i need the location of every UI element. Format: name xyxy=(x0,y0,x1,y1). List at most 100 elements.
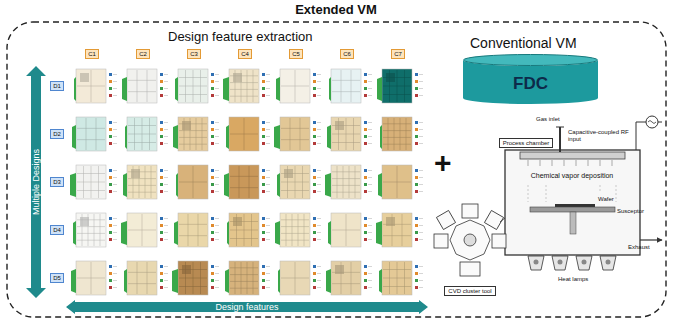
design-thumbnail xyxy=(125,117,168,151)
feature-tag: C5 xyxy=(289,49,303,60)
histogram xyxy=(70,173,76,197)
layout-line xyxy=(332,171,360,172)
histogram xyxy=(225,269,229,293)
chamber-module xyxy=(436,210,455,229)
layout-image xyxy=(382,117,412,151)
legend-mark xyxy=(313,73,316,76)
legend-mark xyxy=(364,190,367,193)
legend-line xyxy=(419,184,423,185)
legend-mark xyxy=(211,217,214,220)
legend-line xyxy=(317,218,321,219)
rf-wire xyxy=(636,122,646,150)
legend-mark xyxy=(415,87,418,90)
tag-label: C2 xyxy=(139,51,147,58)
legend-line xyxy=(419,280,423,281)
legend-line xyxy=(266,177,270,178)
tag-label: D2 xyxy=(53,131,61,138)
legend-mark xyxy=(160,128,163,131)
layout-line xyxy=(302,166,303,198)
legend-mark xyxy=(262,231,265,234)
layout-line xyxy=(383,86,411,87)
legend-mark xyxy=(313,183,316,186)
legend-line xyxy=(368,143,372,144)
layout-line xyxy=(332,192,360,193)
legend-line xyxy=(266,266,270,267)
legend-line xyxy=(266,287,270,288)
legend-mark xyxy=(262,183,265,186)
legend-mark xyxy=(415,238,418,241)
legend-line xyxy=(317,184,321,185)
layout-line xyxy=(298,214,299,246)
legend-mark xyxy=(211,73,214,76)
legend-line xyxy=(266,88,270,89)
part-label: Susceptor xyxy=(617,208,644,215)
legend-line xyxy=(317,81,321,82)
layout-block xyxy=(80,73,89,82)
layout-line xyxy=(200,70,201,102)
layout-line xyxy=(247,262,248,294)
layout-image xyxy=(280,117,310,151)
design-thumbnail xyxy=(176,165,219,199)
legend-mark xyxy=(160,135,163,138)
layout-line xyxy=(128,192,156,193)
layout-line xyxy=(332,230,360,231)
legend-line xyxy=(113,287,117,288)
legend-mark xyxy=(211,176,214,179)
legend-mark xyxy=(364,176,367,179)
legend-mark xyxy=(364,73,367,76)
layout-line xyxy=(332,91,360,92)
legend-line xyxy=(266,170,270,171)
layout-line xyxy=(147,262,148,294)
layout-line xyxy=(230,89,258,90)
legend-line xyxy=(164,273,168,274)
legend-line xyxy=(164,287,168,288)
legend-line xyxy=(266,122,270,123)
legend-line xyxy=(215,129,219,130)
layout-line xyxy=(281,128,309,129)
legend-mark xyxy=(109,128,112,131)
legend-mark xyxy=(364,87,367,90)
legend-line xyxy=(164,280,168,281)
layout-line xyxy=(128,178,156,179)
legend-mark xyxy=(313,80,316,83)
legend-mark xyxy=(415,286,418,289)
layout-block xyxy=(386,73,395,82)
design-thumbnail xyxy=(122,69,168,103)
histogram xyxy=(223,77,229,101)
histogram xyxy=(325,173,331,197)
legend-mark xyxy=(211,224,214,227)
legend-mark xyxy=(313,286,316,289)
layout-line xyxy=(239,166,240,198)
label-box: CVD cluster tool xyxy=(444,286,495,297)
legend-mark xyxy=(109,231,112,234)
layout-line xyxy=(230,267,258,268)
part-label: Wafer xyxy=(598,196,614,203)
layout-line xyxy=(230,238,258,239)
legend-line xyxy=(419,81,423,82)
legend-mark xyxy=(313,169,316,172)
legend-mark xyxy=(109,190,112,193)
legend-mark xyxy=(109,217,112,220)
legend-mark xyxy=(211,128,214,131)
legend-line xyxy=(164,95,168,96)
legend-line xyxy=(215,170,219,171)
layout-line xyxy=(100,214,101,246)
legend-line xyxy=(368,218,372,219)
legend-mark xyxy=(211,121,214,124)
layout-line xyxy=(249,166,250,198)
design-thumbnail xyxy=(71,261,117,295)
layout-line xyxy=(188,214,189,246)
legend-line xyxy=(164,225,168,226)
legend-mark xyxy=(262,80,265,83)
legend-line xyxy=(317,266,321,267)
layout-line xyxy=(343,166,344,198)
legend-mark xyxy=(262,190,265,193)
layout-line xyxy=(200,262,201,294)
legend-mark xyxy=(160,142,163,145)
extended-vm-region xyxy=(7,22,666,317)
legend-mark xyxy=(262,87,265,90)
design-thumbnail xyxy=(327,117,372,151)
part-label: Gas inlet xyxy=(536,116,560,123)
legend-line xyxy=(215,95,219,96)
layout-line xyxy=(137,262,138,294)
